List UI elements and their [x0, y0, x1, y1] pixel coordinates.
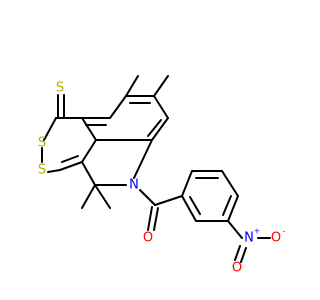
bond-c8-c9 [109, 95, 127, 119]
thione-sulfur-label: S [56, 81, 64, 96]
bond-ar-4-inner [222, 195, 232, 216]
ring-sulfur-2-label: S [38, 163, 46, 178]
molecule-structure: S S S N O N + O - O [38, 75, 286, 276]
bond-carbonyl-o [147, 206, 153, 231]
bond-ar-1 [181, 170, 193, 197]
atom-labels: S S S N O N + O - O [38, 81, 286, 276]
bonds [41, 75, 271, 263]
nitro-oxygen-1-label: O [271, 231, 281, 246]
bond-c3a-c3b-inner [61, 155, 79, 163]
molecule-canvas: S S S N O N + O - O [38, 75, 286, 276]
carbonyl-oxygen-label: O [143, 231, 153, 246]
nitro-oxygen-1-charge: - [283, 227, 286, 236]
bond-c1-s2 [43, 117, 57, 141]
bond-carbonyl-o-second [153, 207, 159, 231]
bond-ar-6-inner [189, 196, 201, 215]
amide-nitrogen-label: N [129, 178, 139, 193]
bond-c4-methyl-a [81, 184, 96, 209]
bond-methyl-c8 [125, 75, 139, 97]
bond-c4-methyl-b [94, 184, 111, 209]
bond-ar-nitro-n [227, 220, 243, 239]
bond-n5-c5a [133, 139, 153, 179]
nitro-oxygen-2-label: O [232, 261, 242, 276]
bond-c9a-c9b [81, 117, 97, 141]
nitro-nitrogen-charge: + [254, 227, 261, 236]
ring-sulfur-1-label: S [38, 136, 46, 151]
bond-ar-3 [221, 170, 239, 197]
bond-s3-c3b [47, 169, 61, 173]
bond-c3a-c3b [59, 161, 83, 171]
bond-nitro-n-o2 [234, 245, 241, 261]
bond-c6-c5a [151, 117, 169, 141]
bond-methyl-c7 [153, 75, 169, 97]
nitro-nitrogen-label: N [244, 231, 254, 246]
bond-ar-4 [227, 195, 239, 222]
bond-c9b-c3a [81, 139, 97, 163]
bond-n5-carbonyl [139, 189, 156, 206]
bond-c3a-c4 [81, 161, 96, 186]
bond-c6-c5a-inner [147, 119, 162, 137]
bond-ar-6 [181, 195, 197, 222]
bond-carbonyl-aryl [154, 195, 183, 206]
bond-nitro-n-o2-second [240, 247, 247, 263]
bond-c7-c6 [153, 95, 169, 119]
